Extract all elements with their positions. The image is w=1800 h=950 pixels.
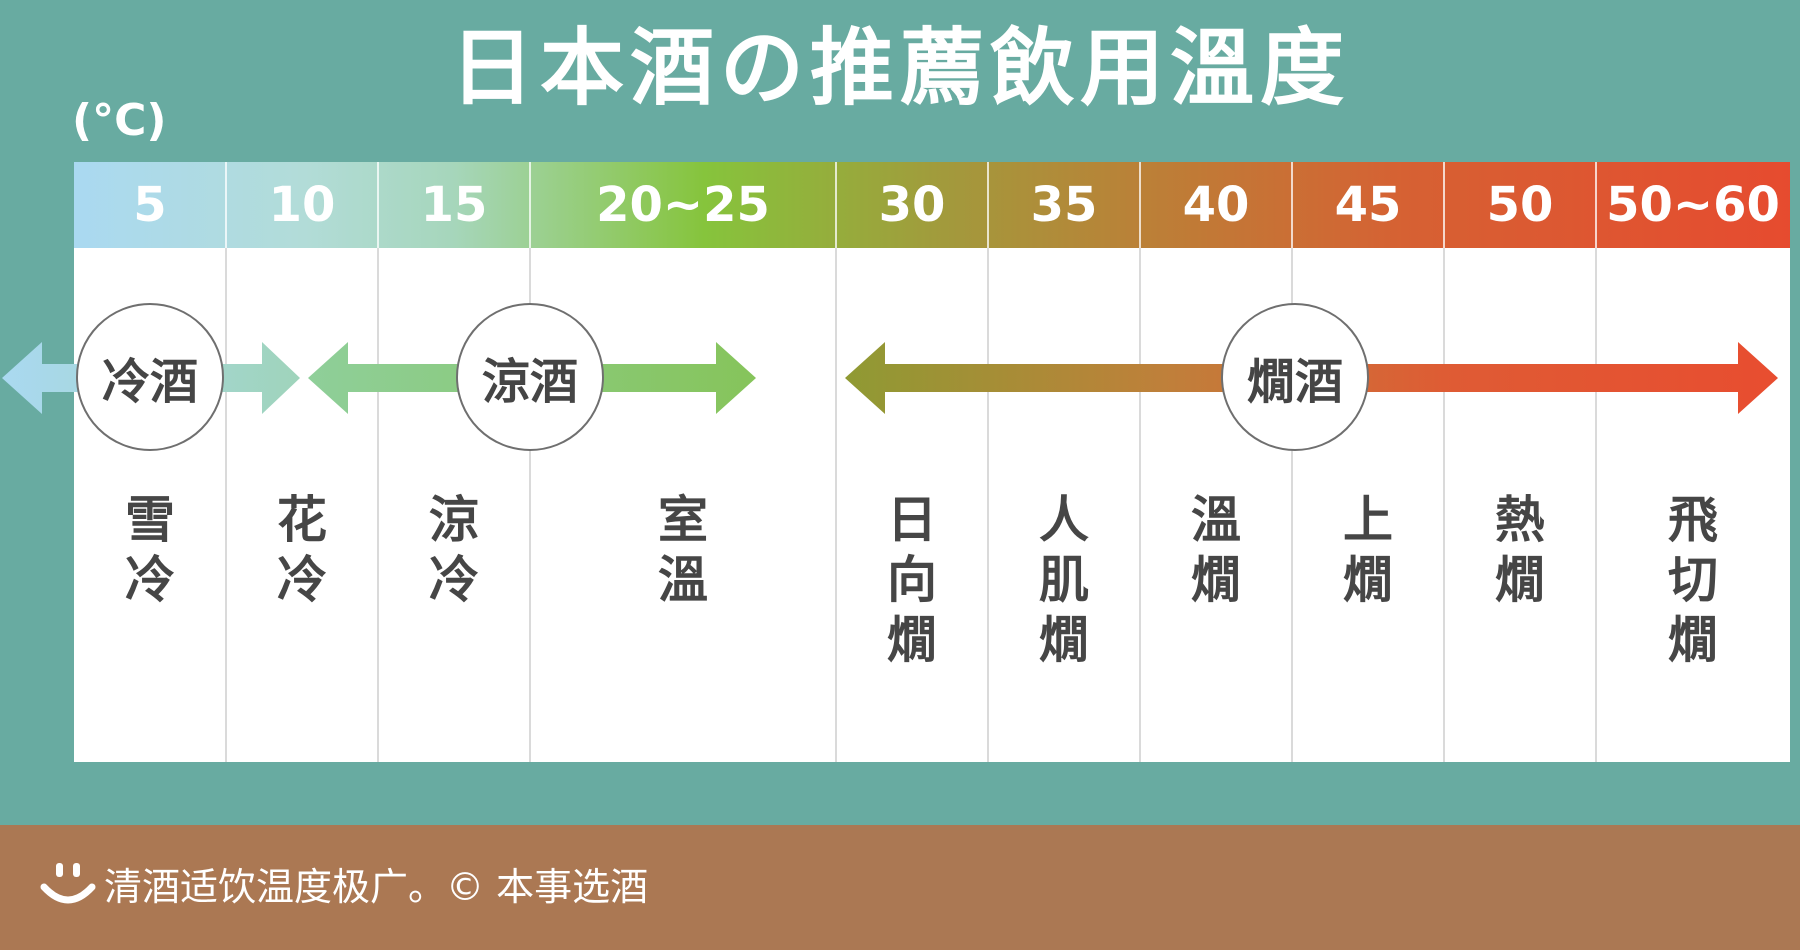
- sake-name-nurukan: 溫 燗: [1191, 491, 1241, 609]
- sake-name-atsukan: 熱 燗: [1495, 491, 1545, 609]
- temp-label-15: 15: [420, 177, 488, 233]
- column-divider: [1139, 248, 1141, 762]
- temp-label-5: 5: [133, 177, 167, 233]
- column-divider-top: [835, 162, 837, 248]
- temp-label-45: 45: [1334, 177, 1402, 233]
- column-divider: [1443, 248, 1445, 762]
- sake-name-suzubie: 涼 冷: [429, 491, 479, 609]
- temp-label-35: 35: [1030, 177, 1098, 233]
- group-cold-sake: 冷酒: [76, 303, 224, 451]
- unit-label: (°C): [72, 95, 167, 146]
- smile-icon: [40, 863, 96, 904]
- sake-name-hanabie: 花 冷: [277, 491, 327, 609]
- temperature-panel: [74, 162, 1790, 762]
- sake-name-tobikirikan: 飛 切 燗: [1668, 491, 1718, 669]
- column-divider-top: [377, 162, 379, 248]
- column-divider-top: [1291, 162, 1293, 248]
- sake-name-joukan: 上 燗: [1343, 491, 1393, 609]
- column-divider-top: [1595, 162, 1597, 248]
- sake-name-hinatakan: 日 向 燗: [887, 491, 937, 669]
- column-divider-top: [225, 162, 227, 248]
- temp-label-20-25: 20~25: [596, 177, 770, 233]
- column-divider-top: [1139, 162, 1141, 248]
- temp-label-40: 40: [1182, 177, 1250, 233]
- column-divider: [377, 248, 379, 762]
- column-divider-top: [529, 162, 531, 248]
- group-warm-sake: 燗酒: [1221, 303, 1369, 451]
- column-divider-top: [1443, 162, 1445, 248]
- sake-name-yukibie: 雪 冷: [125, 491, 175, 609]
- temp-label-30: 30: [878, 177, 946, 233]
- page-title: 日本酒の推薦飲用溫度: [449, 19, 1350, 117]
- column-divider: [987, 248, 989, 762]
- diagram-stage: 日本酒の推薦飲用溫度 (°C) 5 10 15 20~25 30 35 40 4…: [2, 19, 1790, 762]
- temp-label-50-60: 50~60: [1606, 177, 1780, 233]
- sake-name-hitohadakan: 人 肌 燗: [1039, 491, 1089, 669]
- temp-label-50: 50: [1486, 177, 1554, 233]
- column-divider: [1595, 248, 1597, 762]
- temperature-scale-bar: [74, 162, 1790, 248]
- column-divider: [835, 248, 837, 762]
- footer-bar: 清酒适饮温度极广。© 本事选酒: [0, 825, 1800, 950]
- temp-label-10: 10: [268, 177, 336, 233]
- column-divider-top: [987, 162, 989, 248]
- column-divider: [529, 248, 531, 762]
- footer-caption: 清酒适饮温度极广。© 本事选酒: [104, 865, 649, 909]
- column-divider: [225, 248, 227, 762]
- sake-name-shitsuon: 室 溫: [658, 491, 708, 609]
- group-cool-sake: 涼酒: [456, 303, 604, 451]
- range-arrows: [2, 342, 1778, 414]
- column-divider: [1291, 248, 1293, 762]
